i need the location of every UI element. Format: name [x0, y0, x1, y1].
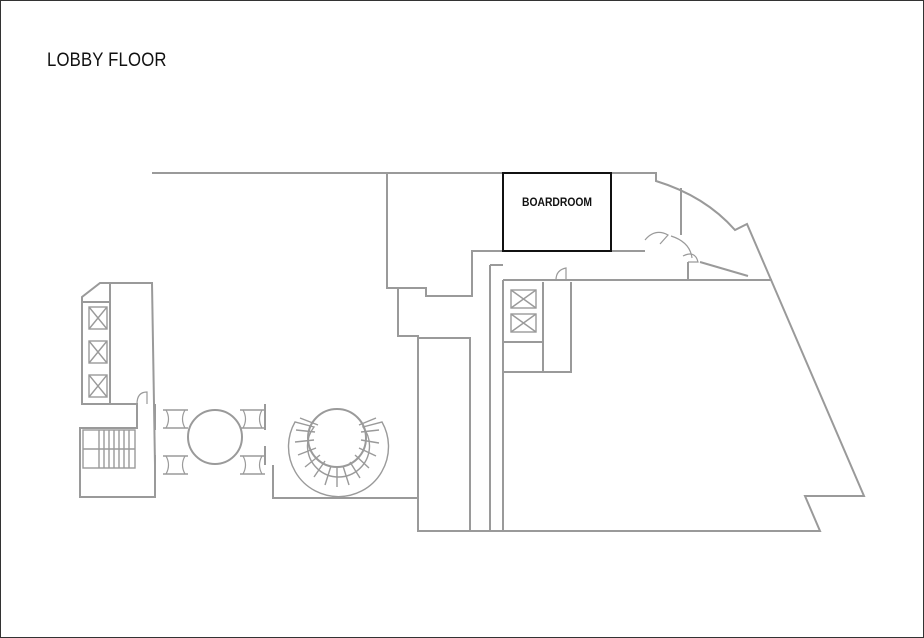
lobby-wall — [699, 261, 749, 277]
entrance-door[interactable] — [242, 409, 263, 475]
elevator-car — [88, 374, 108, 398]
elevator-car — [88, 306, 108, 330]
stair-steps — [83, 430, 135, 468]
floor-title: LOBBY FLOOR — [47, 50, 167, 71]
stair-steps — [294, 417, 380, 487]
door-swing — [670, 235, 693, 259]
building-outline — [79, 172, 866, 532]
central-partition — [386, 173, 419, 498]
elevator-car — [88, 340, 108, 364]
entrance-door[interactable] — [165, 409, 186, 475]
elevator-car — [510, 289, 537, 309]
revolving-door[interactable] — [187, 409, 243, 465]
elevator-car — [510, 313, 537, 333]
entrance-door[interactable] — [240, 409, 265, 475]
door[interactable] — [644, 231, 669, 245]
door[interactable] — [555, 267, 567, 281]
spiral-staircase — [287, 421, 390, 498]
central-partition — [418, 337, 471, 531]
elevator-car — [88, 374, 108, 398]
central-partition — [398, 250, 503, 297]
door[interactable] — [136, 391, 148, 405]
entrance-door[interactable] — [163, 409, 188, 475]
door[interactable] — [682, 253, 699, 263]
boardroom-room[interactable] — [502, 172, 612, 252]
elevator-core — [503, 282, 572, 373]
elevator-car — [88, 306, 108, 330]
spiral-stair-core — [307, 408, 367, 468]
elevator-car — [510, 289, 537, 309]
elevator-car — [510, 313, 537, 333]
boardroom-label: BOARDROOM — [522, 197, 592, 209]
elevator-car — [88, 340, 108, 364]
